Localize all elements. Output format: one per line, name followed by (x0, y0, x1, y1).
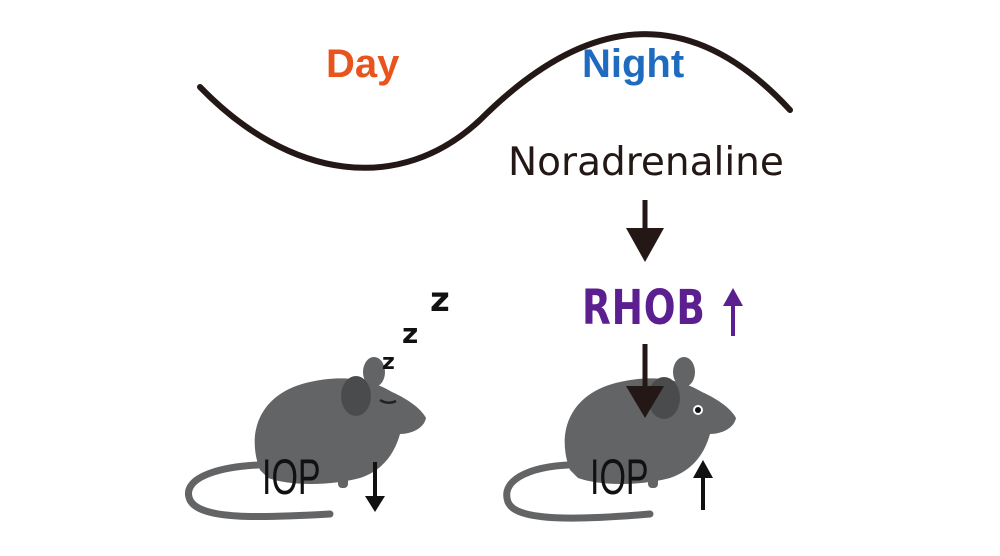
sleeping-mouse-icon (185, 357, 426, 521)
rhob-up-arrow (723, 288, 743, 336)
rhob-to-iop-arrow (626, 344, 664, 418)
noradrenaline-label: Noradrenaline (508, 140, 784, 185)
zzz-icon-small: z (382, 350, 395, 375)
noradrenaline-to-rhob-arrow (626, 200, 664, 262)
night-label: Night (582, 42, 685, 86)
iop-left-label: IOP (262, 449, 321, 505)
zzz-icon-large: z (430, 280, 450, 320)
iop-down-arrow (365, 462, 385, 512)
iop-right-label: IOP (590, 449, 649, 505)
rhob-label: RHOB (582, 280, 706, 336)
iop-up-arrow (693, 460, 713, 510)
zzz-icon-medium: z (402, 317, 419, 350)
day-label: Day (326, 42, 400, 86)
day-night-curve (197, 31, 793, 171)
awake-mouse-icon (503, 357, 736, 522)
